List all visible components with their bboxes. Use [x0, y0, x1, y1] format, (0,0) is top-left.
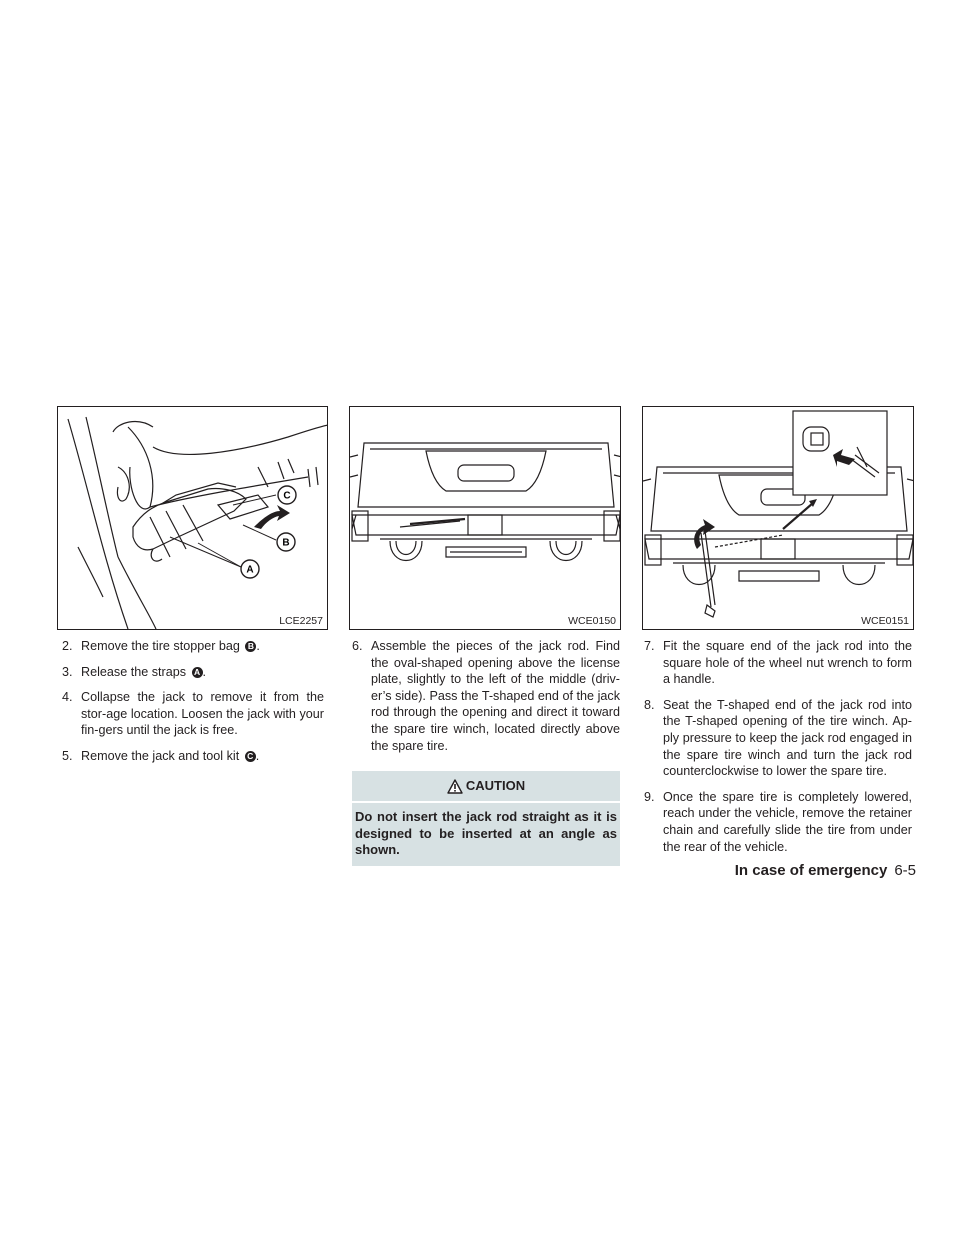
- step-6: 6. Assemble the pieces of the jack rod. …: [352, 638, 620, 754]
- column-2: 6. Assemble the pieces of the jack rod. …: [352, 638, 620, 866]
- label-a: A: [246, 565, 253, 576]
- step-text: Remove the jack and tool kit: [81, 748, 240, 763]
- caution-header: CAUTION: [352, 771, 620, 802]
- step-end: .: [255, 748, 260, 763]
- step-number: 6.: [352, 639, 363, 653]
- label-c: C: [283, 491, 290, 502]
- step-text: Remove the tire stopper bag: [81, 639, 240, 653]
- figure-code: WCE0150: [568, 615, 616, 627]
- step-number: 9.: [644, 789, 655, 804]
- step-number: 4.: [62, 690, 73, 705]
- step-4: 4. Collapse the jack to remove it from t…: [62, 689, 324, 739]
- step-2: 2. Remove the tire stopper bag B.: [62, 638, 324, 655]
- step-8: 8. Seat the T-shaped end of the jack rod…: [644, 697, 912, 780]
- jack-rod-handle-illustration: [643, 410, 913, 618]
- figure-code: WCE0151: [861, 615, 909, 627]
- warning-triangle-icon: [447, 778, 463, 794]
- column-1: 2. Remove the tire stopper bag B. 3. Rel…: [62, 638, 324, 774]
- step-number: 2.: [62, 639, 73, 653]
- step-text: Collapse the jack to remove it from the …: [81, 690, 324, 738]
- figure-jack-rod-handle: WCE0151: [642, 406, 914, 630]
- step-number: 5.: [62, 748, 73, 763]
- callout-b-icon: B: [245, 641, 257, 652]
- jack-storage-illustration: C B A: [67, 416, 327, 629]
- column-3: 7. Fit the square end of the jack rod in…: [644, 638, 912, 864]
- figure-rear-jack-rod: WCE0150: [349, 406, 621, 630]
- step-5: 5. Remove the jack and tool kit C.: [62, 748, 324, 765]
- step-3: 3. Release the straps A.: [62, 664, 324, 681]
- section-title: In case of emergency: [734, 862, 888, 879]
- page-number: 6-5: [894, 862, 916, 879]
- step-end: .: [202, 664, 207, 679]
- rear-vehicle-illustration: [350, 442, 620, 562]
- label-b: B: [282, 538, 289, 549]
- caution-text: Do not insert the jack rod straight as i…: [352, 803, 620, 866]
- step-7: 7. Fit the square end of the jack rod in…: [644, 638, 912, 688]
- step-text: Fit the square end of the jack rod into …: [663, 639, 912, 687]
- page-footer: In case of emergency 6-5: [735, 862, 916, 879]
- step-number: 7.: [644, 639, 655, 653]
- callout-c-icon: C: [244, 750, 256, 762]
- callout-a-icon: A: [191, 666, 203, 678]
- step-text: Once the spare tire is completely lowere…: [663, 789, 912, 854]
- step-number: 8.: [644, 697, 655, 712]
- caution-title: CAUTION: [465, 777, 526, 793]
- step-text: Seat the T-shaped end of the jack rod in…: [663, 697, 912, 779]
- step-number: 3.: [62, 664, 73, 679]
- step-text: Release the straps: [81, 664, 187, 679]
- step-text: Assemble the pieces of the jack rod. Fin…: [371, 639, 620, 753]
- figure-code: LCE2257: [279, 615, 323, 627]
- figure-jack-storage: C B A LCE2257: [57, 406, 328, 630]
- step-9: 9. Once the spare tire is completely low…: [644, 789, 912, 855]
- step-end: .: [256, 639, 260, 653]
